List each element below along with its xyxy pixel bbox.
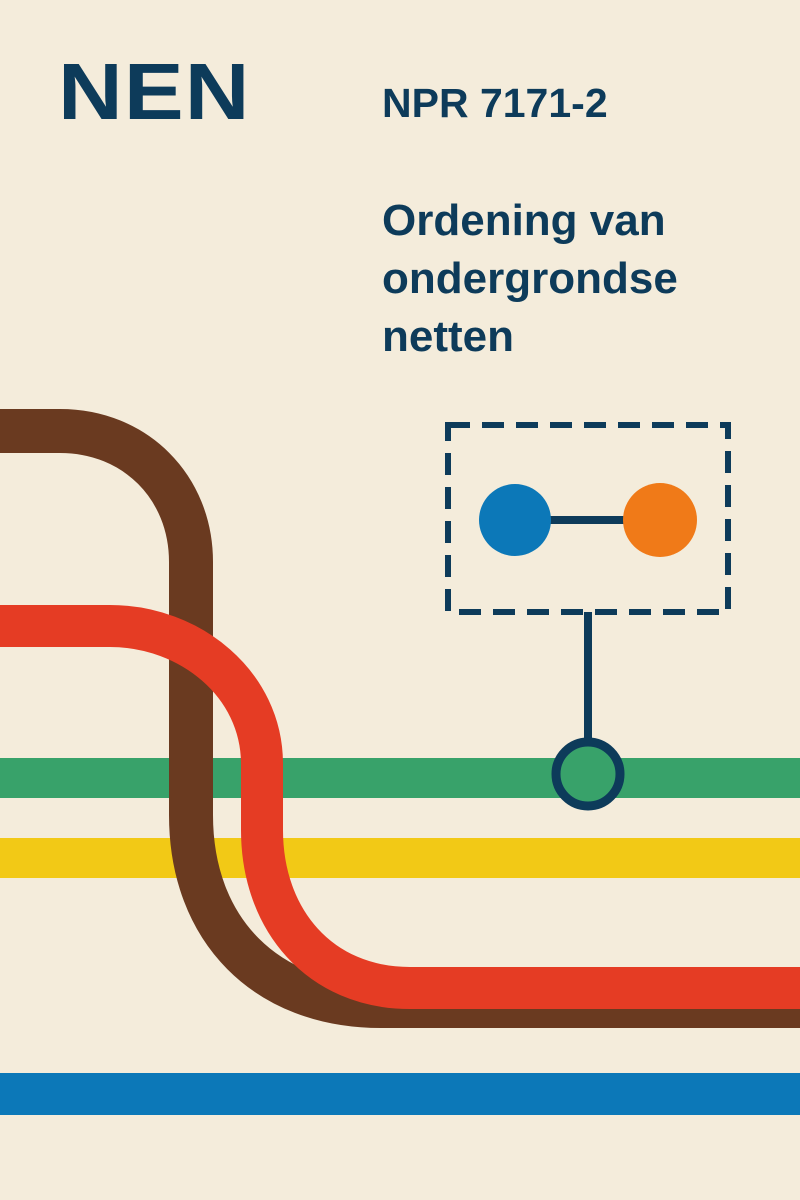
connector-ring [551,737,625,811]
brown-cable-line [0,409,800,1028]
title-line-3: netten [382,312,514,361]
ring-connector-icon [551,612,625,811]
title-line-1: Ordening van [382,196,666,245]
dashed-box [445,422,731,615]
orange-node-icon [623,483,697,557]
green-cable-line [0,758,800,798]
blue-node-icon [479,484,551,556]
yellow-cable-line [0,838,800,878]
network-diagram-icon [445,422,731,615]
title-line-2: ondergrondse [382,254,678,303]
blue-cable-line [0,1073,800,1115]
nen-logo: NEN [58,47,251,136]
red-cable-line [0,605,800,1009]
document-title: Ordening van ondergrondse netten [382,192,782,366]
document-code: NPR 7171-2 [382,80,608,126]
